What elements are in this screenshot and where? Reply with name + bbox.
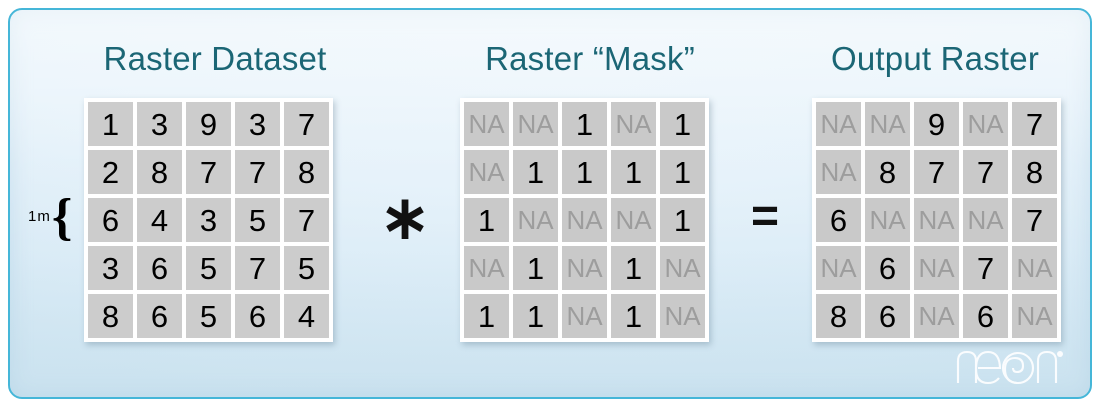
raster-cell: 7 [235, 246, 280, 290]
raster-cell: 6 [235, 294, 280, 338]
raster-cell: 8 [284, 150, 329, 194]
raster-cell: 3 [88, 246, 133, 290]
raster-cell: 6 [137, 294, 182, 338]
raster-cell: 1 [611, 294, 656, 338]
raster-cell: 8 [137, 150, 182, 194]
raster-cell: 6 [137, 246, 182, 290]
raster-cell: 5 [186, 246, 231, 290]
raster-cell: 5 [235, 198, 280, 242]
raster-cell: NA [1012, 294, 1057, 338]
raster-cell: 7 [284, 102, 329, 146]
raster-cell: NA [914, 294, 959, 338]
raster-cell: 7 [1012, 198, 1057, 242]
raster-cell: 6 [816, 198, 861, 242]
raster-cell: 7 [1012, 102, 1057, 146]
raster-cell: 6 [865, 294, 910, 338]
panel-title-output: Output Raster [830, 40, 1040, 77]
raster-cell: 1 [464, 294, 509, 338]
raster-cell: 3 [137, 102, 182, 146]
raster-cell: 6 [865, 246, 910, 290]
raster-cell: 8 [865, 150, 910, 194]
raster-cell: 5 [284, 246, 329, 290]
raster-cell: NA [464, 246, 509, 290]
raster-cell: 1 [513, 150, 558, 194]
raster-cell: 7 [963, 150, 1008, 194]
raster-cell: NA [513, 198, 558, 242]
scale-label-text: 1m [28, 208, 51, 225]
raster-cell: 1 [660, 102, 705, 146]
raster-cell: NA [611, 198, 656, 242]
raster-cell: NA [914, 246, 959, 290]
raster-cell: 1 [562, 102, 607, 146]
figure-panel: Raster Dataset Raster “Mask” Output Rast… [8, 8, 1092, 399]
raster-cell: 1 [611, 246, 656, 290]
raster-cell: 3 [235, 102, 280, 146]
raster-cell: NA [562, 294, 607, 338]
raster-cell: NA [963, 102, 1008, 146]
raster-cell: 1 [513, 294, 558, 338]
raster-cell: 7 [914, 150, 959, 194]
raster-cell: 5 [186, 294, 231, 338]
raster-cell: 3 [186, 198, 231, 242]
raster-cell: NA [562, 246, 607, 290]
raster-cell: 1 [562, 150, 607, 194]
raster-cell: NA [464, 150, 509, 194]
raster-cell: NA [865, 102, 910, 146]
raster-cell: 1 [611, 150, 656, 194]
raster-cell: 1 [88, 102, 133, 146]
raster-cell: 1 [660, 150, 705, 194]
raster-cell: 9 [186, 102, 231, 146]
panel-title-dataset: Raster Dataset [103, 40, 327, 77]
raster-cell: 7 [186, 150, 231, 194]
raster-cell: NA [914, 198, 959, 242]
raster-cell: 8 [88, 294, 133, 338]
raster-cell: NA [816, 246, 861, 290]
raster-cell: NA [963, 198, 1008, 242]
raster-cell: NA [464, 102, 509, 146]
raster-cell: NA [611, 102, 656, 146]
raster-cell: NA [562, 198, 607, 242]
neon-logo [954, 343, 1066, 387]
raster-cell: 1 [513, 246, 558, 290]
raster-cell: 6 [88, 198, 133, 242]
raster-cell: 7 [284, 198, 329, 242]
panel-title-mask: Raster “Mask” [485, 40, 695, 77]
raster-cell: NA [1012, 246, 1057, 290]
raster-cell: 9 [914, 102, 959, 146]
raster-cell: NA [660, 246, 705, 290]
raster-cell: 6 [963, 294, 1008, 338]
raster-cell: 8 [816, 294, 861, 338]
multiply-operator-icon: ∗ [379, 184, 431, 251]
raster-cell: NA [816, 150, 861, 194]
raster-cell: NA [513, 102, 558, 146]
raster-cell: 8 [1012, 150, 1057, 194]
equals-operator-icon: = [750, 190, 780, 243]
raster-cell: 1 [660, 198, 705, 242]
raster-cell: 2 [88, 150, 133, 194]
raster-cell: NA [816, 102, 861, 146]
raster-cell: 7 [963, 246, 1008, 290]
scale-brace-icon: { [51, 189, 73, 246]
raster-cell: 1 [464, 198, 509, 242]
raster-cell: 7 [235, 150, 280, 194]
raster-cell: 4 [137, 198, 182, 242]
raster-cell: 4 [284, 294, 329, 338]
scale-annotation: 1m { [28, 189, 73, 246]
raster-cell: NA [660, 294, 705, 338]
raster-cell: NA [865, 198, 910, 242]
